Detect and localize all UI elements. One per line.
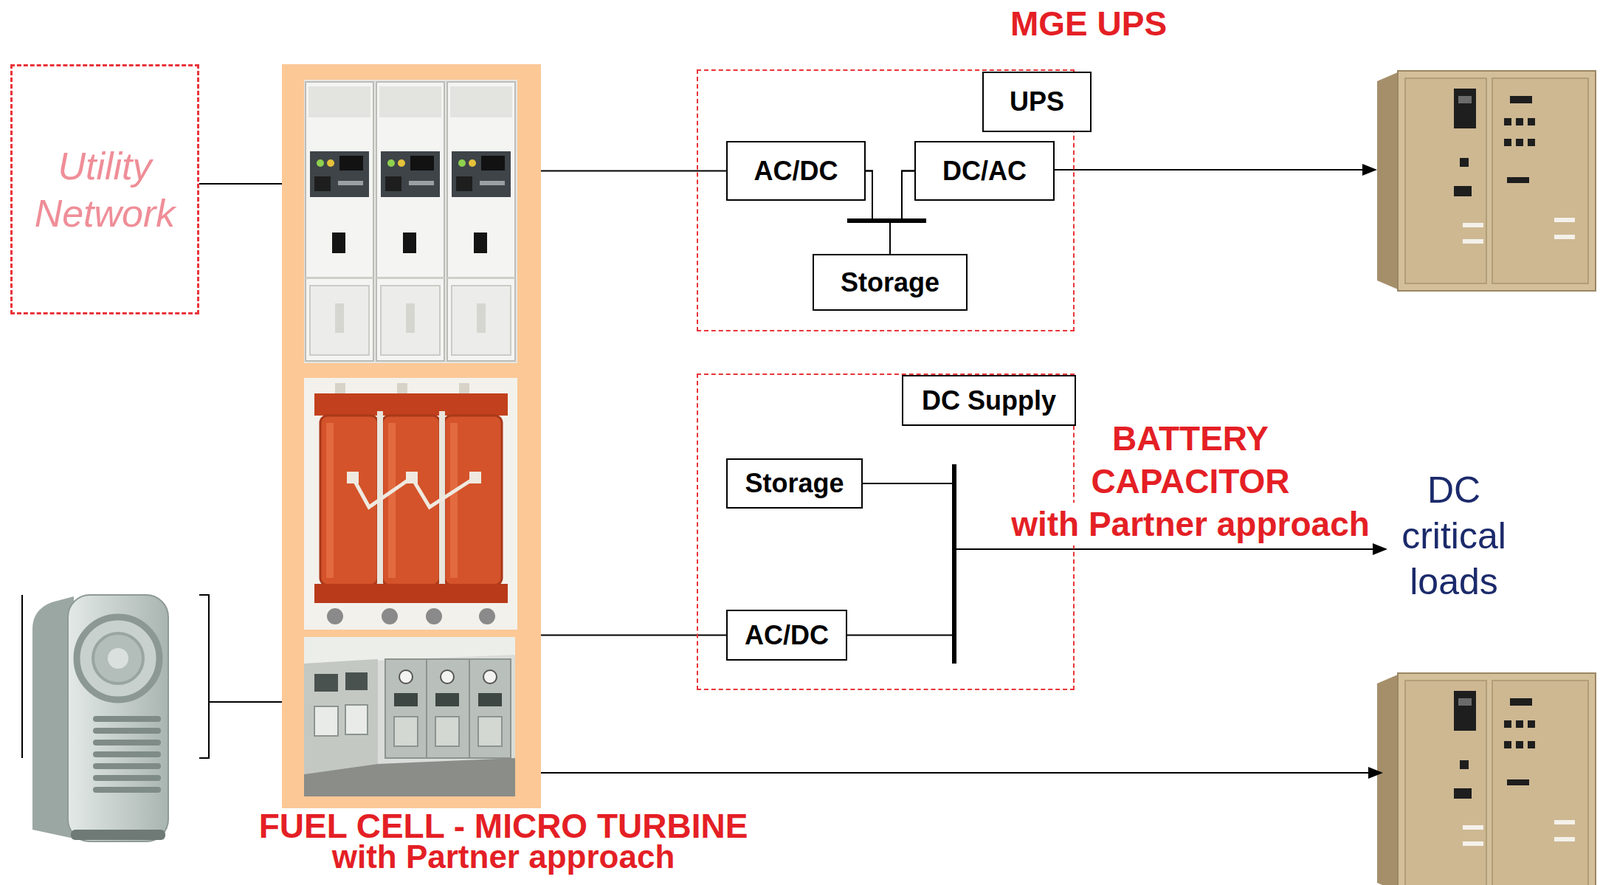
converter-box: DC/AC bbox=[914, 140, 1055, 201]
connector-line bbox=[890, 171, 915, 255]
utility-network-box: Utility Network bbox=[10, 64, 200, 315]
dc-supply-group: BATTERY CAPACITORwith Partner approachDC… bbox=[696, 373, 1075, 691]
switchgear-photo bbox=[304, 79, 518, 364]
box-label: DC/AC bbox=[942, 155, 1027, 186]
feed-arrows bbox=[540, 163, 1388, 779]
connector-line bbox=[199, 183, 282, 185]
group-tab: UPS bbox=[982, 71, 1092, 133]
group-heading: BATTERY CAPACITOR bbox=[1079, 416, 1302, 503]
storage-box: Storage bbox=[726, 458, 863, 509]
switchboard-cabinets bbox=[1377, 70, 1596, 885]
transformer-photo bbox=[304, 377, 518, 630]
equipment-panel: FUEL CELL - MICRO TURBINEwith Partner ap… bbox=[281, 64, 541, 809]
caption-note: with Partner approach bbox=[332, 841, 676, 873]
box-label: AC/DC bbox=[744, 619, 829, 651]
equipment-photos bbox=[281, 64, 541, 809]
box-label: DC Supply bbox=[921, 385, 1057, 416]
connector-line bbox=[865, 171, 891, 255]
converter-box: AC/DC bbox=[726, 140, 866, 201]
group-note: with Partner approach bbox=[1011, 502, 1370, 546]
connector-line bbox=[847, 483, 955, 636]
box-label: AC/DC bbox=[754, 155, 839, 186]
storage-box: Storage bbox=[812, 253, 968, 311]
caption-heading: FUEL CELL - MICRO TURBINE bbox=[259, 810, 749, 842]
control-room-photo bbox=[304, 636, 516, 797]
load-label: DC critical loads bbox=[1391, 467, 1517, 605]
bracket bbox=[199, 594, 282, 758]
converter-box: AC/DC bbox=[726, 609, 848, 661]
box-label: Utility Network bbox=[24, 142, 186, 237]
box-label: Storage bbox=[744, 467, 844, 499]
connector-line bbox=[540, 170, 727, 172]
group-heading: MGE UPS bbox=[1010, 5, 1167, 43]
box-label: Storage bbox=[840, 267, 940, 298]
box-label: UPS bbox=[1009, 86, 1065, 117]
fuel-cell-unit bbox=[22, 594, 169, 842]
ups-group: MGE UPSUPSAC/DCDC/ACStorage bbox=[696, 69, 1075, 332]
group-tab: DC Supply bbox=[901, 374, 1077, 426]
connector-line bbox=[540, 634, 727, 637]
